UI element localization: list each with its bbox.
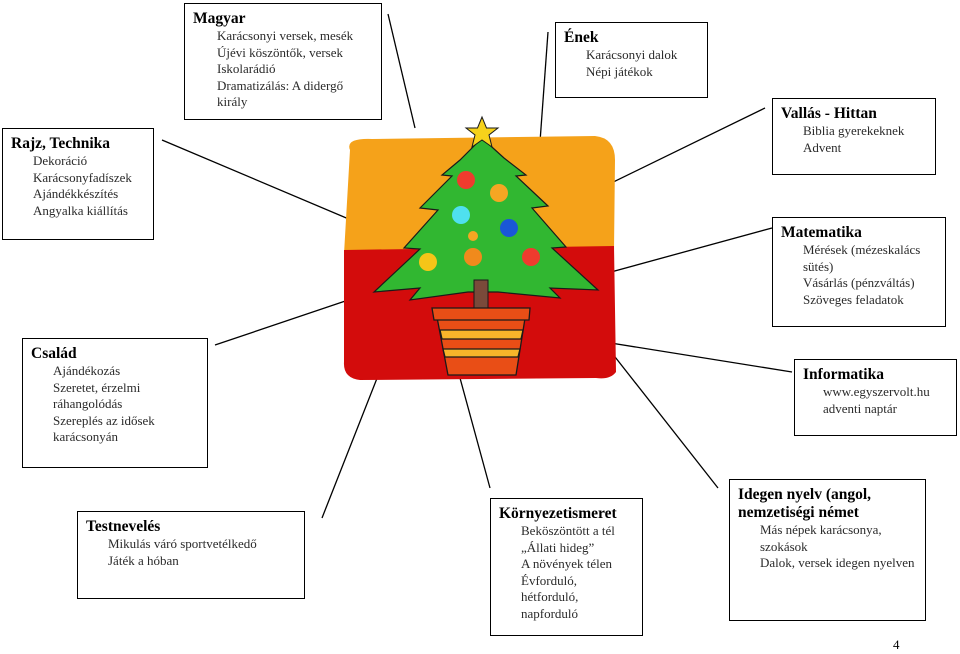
box-matematika: Matematika Mérések (mézeskalács sütés) V… (772, 217, 946, 327)
box-testneveles-title: Testnevelés (86, 518, 296, 536)
box-kornyezet-title: Környezetismeret (499, 505, 634, 523)
box-idegen-title: Idegen nyelv (angol, nemzetiségi német (738, 486, 917, 522)
box-enek-list: Karácsonyi dalok Népi játékok (564, 47, 699, 80)
page-number: 4 (893, 637, 900, 653)
ornament (452, 206, 470, 224)
box-rajz-list: Dekoráció Karácsonyfadíszek Ajándékkészí… (11, 153, 145, 219)
box-idegen: Idegen nyelv (angol, nemzetiségi német M… (729, 479, 926, 621)
list-item: Újévi köszöntők, versek (217, 45, 373, 62)
flower-pot (432, 308, 530, 375)
list-item: Évforduló, hétforduló, napforduló (521, 573, 634, 623)
box-magyar-title: Magyar (193, 10, 373, 28)
list-item: Népi játékok (586, 64, 699, 81)
box-kornyezet-list: Beköszöntött a tél „Állati hideg” A növé… (499, 523, 634, 622)
list-item: Vásárlás (pénzváltás) (803, 275, 937, 292)
list-item: Karácsonyfadíszek (33, 170, 145, 187)
list-item: Ajándékkészítés (33, 186, 145, 203)
ornament (500, 219, 518, 237)
box-vallas-title: Vallás - Hittan (781, 105, 927, 123)
box-testneveles: Testnevelés Mikulás váró sportvetélkedő … (77, 511, 305, 599)
box-csalad: Család Ajándékozás Szeretet, érzelmi ráh… (22, 338, 208, 468)
box-csalad-list: Ajándékozás Szeretet, érzelmi ráhangolód… (31, 363, 171, 446)
list-item: adventi naptár (823, 401, 948, 418)
list-item: Karácsonyi dalok (586, 47, 699, 64)
box-magyar: Magyar Karácsonyi versek, mesék Újévi kö… (184, 3, 382, 120)
box-vallas-list: Biblia gyerekeknek Advent (781, 123, 927, 156)
box-magyar-list: Karácsonyi versek, mesék Újévi köszöntők… (193, 28, 373, 111)
box-enek-title: Ének (564, 29, 699, 47)
list-item: Dalok, versek idegen nyelven (760, 555, 917, 572)
box-rajz: Rajz, Technika Dekoráció Karácsonyfadísz… (2, 128, 154, 240)
ornament (419, 253, 437, 271)
ornament (522, 248, 540, 266)
list-item: Játék a hóban (108, 553, 296, 570)
ornament (490, 184, 508, 202)
list-item: Ajándékozás (53, 363, 171, 380)
list-item: www.egyszervolt.hu (823, 384, 948, 401)
ornament (464, 248, 482, 266)
list-item: „Állati hideg” (521, 540, 634, 557)
ornament (468, 231, 478, 241)
list-item: Dekoráció (33, 153, 145, 170)
box-csalad-title: Család (31, 345, 199, 363)
box-informatika-title: Informatika (803, 366, 948, 384)
list-item: Szeretet, érzelmi ráhangolódás (53, 380, 171, 413)
list-item: Más népek karácsonya, szokások (760, 522, 917, 555)
box-testneveles-list: Mikulás váró sportvetélkedő Játék a hóba… (86, 536, 296, 569)
box-kornyezet: Környezetismeret Beköszöntött a tél „Áll… (490, 498, 643, 636)
list-item: Szöveges feladatok (803, 292, 937, 309)
list-item: Karácsonyi versek, mesék (217, 28, 373, 45)
box-informatika-list: www.egyszervolt.hu adventi naptár (803, 384, 948, 417)
box-matematika-title: Matematika (781, 224, 937, 242)
box-idegen-list: Más népek karácsonya, szokások Dalok, ve… (738, 522, 917, 572)
box-vallas: Vallás - Hittan Biblia gyerekeknek Adven… (772, 98, 936, 175)
list-item: Angyalka kiállítás (33, 203, 145, 220)
ornament (457, 171, 475, 189)
list-item: Beköszöntött a tél (521, 523, 634, 540)
box-informatika: Informatika www.egyszervolt.hu adventi n… (794, 359, 957, 436)
list-item: Mikulás váró sportvetélkedő (108, 536, 296, 553)
list-item: Szereplés az idősek karácsonyán (53, 413, 171, 446)
box-matematika-list: Mérések (mézeskalács sütés) Vásárlás (pé… (781, 242, 937, 308)
list-item: Biblia gyerekeknek (803, 123, 927, 140)
box-enek: Ének Karácsonyi dalok Népi játékok (555, 22, 708, 98)
box-rajz-title: Rajz, Technika (11, 135, 145, 153)
list-item: A növények télen (521, 556, 634, 573)
list-item: Advent (803, 140, 927, 157)
list-item: Mérések (mézeskalács sütés) (803, 242, 937, 275)
list-item: Dramatizálás: A didergő király (217, 78, 373, 111)
list-item: Iskolarádió (217, 61, 373, 78)
